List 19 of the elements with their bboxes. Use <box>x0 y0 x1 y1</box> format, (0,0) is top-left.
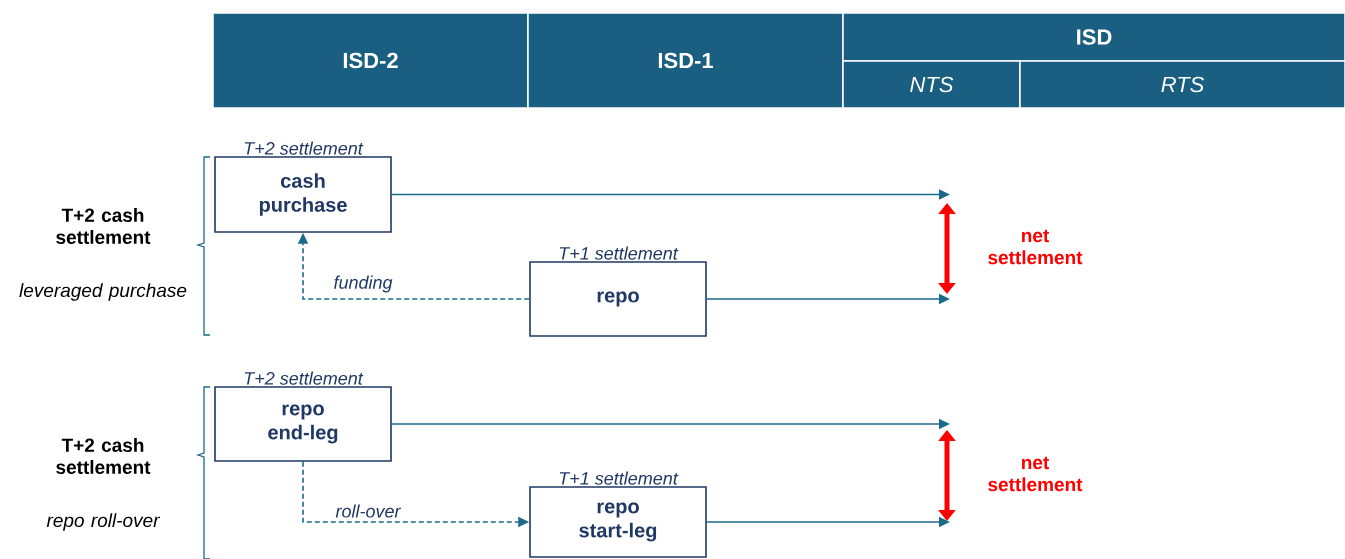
edge-label: roll-over <box>335 504 402 518</box>
process-box: repo end-leg <box>214 386 392 462</box>
process-box: cash purchase <box>214 156 392 233</box>
settlement-note: T+1 settlement <box>559 471 679 485</box>
row-label: T+2 cash settlement <box>56 438 151 474</box>
row-label: T+2 cash settlement <box>56 208 151 244</box>
net-settlement-label: net settlement <box>988 456 1083 492</box>
net-settlement-label: net settlement <box>988 229 1083 265</box>
row-caption: repo roll-over <box>46 513 161 531</box>
header-cell: ISD-2 <box>212 12 529 109</box>
row-caption: leveraged purchase <box>19 283 187 301</box>
header-cell: RTS <box>1019 60 1345 109</box>
process-box: repo <box>529 261 707 337</box>
settlement-note: T+2 settlement <box>244 371 364 385</box>
process-box: repo start-leg <box>529 486 707 558</box>
settlement-note: T+2 settlement <box>244 141 364 155</box>
header-cell: NTS <box>842 60 1021 109</box>
settlement-note: T+1 settlement <box>559 246 679 260</box>
edge-label: funding <box>334 275 393 293</box>
